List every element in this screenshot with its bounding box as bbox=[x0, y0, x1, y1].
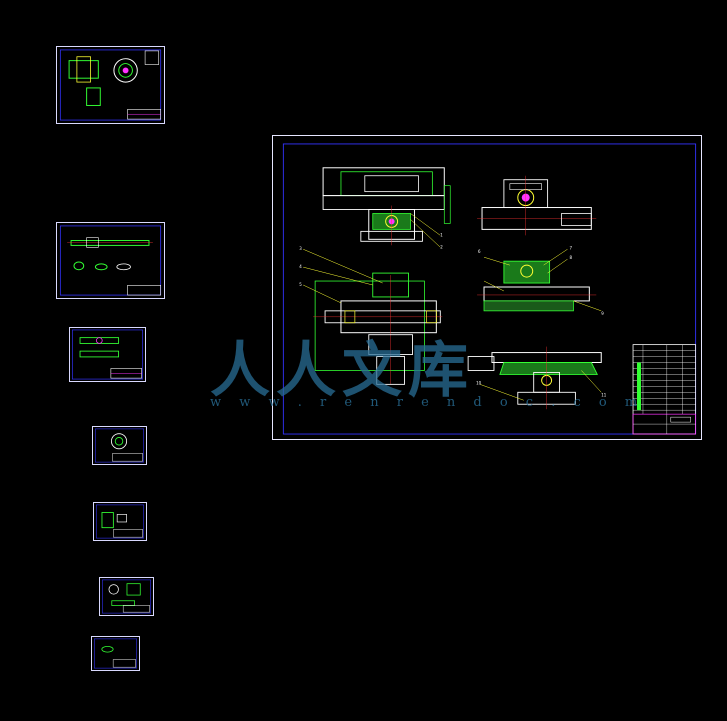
svg-text:6: 6 bbox=[478, 249, 481, 254]
svg-text:3: 3 bbox=[299, 246, 302, 251]
svg-text:8: 8 bbox=[569, 255, 572, 260]
thumbnail-sheet-4[interactable] bbox=[92, 426, 147, 465]
thumbnail-sheet-7[interactable] bbox=[91, 636, 140, 671]
svg-text:10: 10 bbox=[476, 380, 482, 385]
watermark-url: w w w . r e n r e n d o c . c o m bbox=[210, 395, 645, 410]
thumbnail-sheet-5[interactable] bbox=[93, 502, 147, 541]
base-view-lower-right: 10 11 bbox=[467, 346, 607, 410]
svg-text:9: 9 bbox=[601, 311, 604, 316]
svg-text:5: 5 bbox=[299, 282, 302, 287]
thumbnail-drawing bbox=[102, 579, 151, 614]
svg-text:1: 1 bbox=[440, 232, 443, 237]
watermark-logo-text: 人人文库 bbox=[210, 336, 474, 406]
thumbnail-sheet-3[interactable] bbox=[69, 327, 146, 382]
svg-text:2: 2 bbox=[440, 244, 443, 249]
title-block bbox=[632, 344, 697, 435]
thumbnail-drawing bbox=[94, 638, 137, 669]
section-view-middle-right: 6 7 8 9 bbox=[477, 245, 604, 316]
front-view-upper-left: 1 2 bbox=[322, 167, 451, 249]
thumbnail-drawing bbox=[59, 225, 162, 296]
side-view-upper-right bbox=[477, 175, 597, 236]
thumbnail-drawing bbox=[71, 329, 144, 380]
thumbnail-drawing bbox=[95, 504, 145, 539]
assembly-drawing: 1 2 3 bbox=[282, 143, 697, 435]
thumbnail-sheet-1[interactable] bbox=[56, 46, 165, 124]
svg-text:7: 7 bbox=[569, 245, 572, 250]
thumbnail-sheet-6[interactable] bbox=[99, 577, 154, 616]
thumbnail-sheet-2[interactable] bbox=[56, 222, 165, 299]
thumbnail-drawing bbox=[95, 428, 144, 463]
svg-text:4: 4 bbox=[299, 264, 302, 269]
main-drawing-sheet[interactable]: 1 2 3 bbox=[272, 135, 702, 440]
thumbnail-drawing bbox=[59, 49, 162, 121]
svg-text:11: 11 bbox=[601, 392, 607, 397]
plan-view-middle-left: 3 4 5 bbox=[299, 246, 443, 385]
